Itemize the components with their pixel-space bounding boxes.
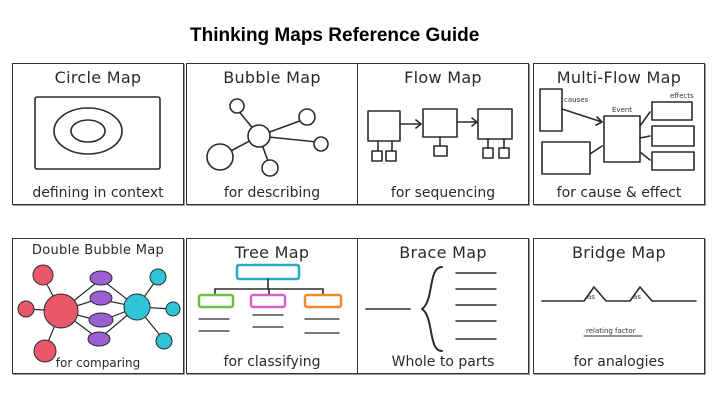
circle-map-diagram	[34, 96, 161, 170]
multi-flow-map-title: Multi-Flow Map	[556, 68, 682, 87]
flow-map-card: Flow Map for sequencing	[357, 63, 529, 205]
bridge-map-diagram: as as relating factor	[541, 286, 697, 337]
multi-flow-map-diagram: causes Event effects	[539, 88, 695, 175]
flow-map-title: Flow Map	[404, 68, 482, 87]
double-bubble-map-title: Double Bubble Map	[31, 243, 165, 258]
double-bubble-map-card: Double Bubble Map for comparing	[12, 238, 184, 374]
bridge-relating-factor-label: relating factor	[586, 327, 636, 335]
flow-map-caption: for sequencing	[390, 185, 496, 201]
bridge-as-label-2: as	[633, 293, 641, 301]
bubble-map-card: Bubble Map for describing	[186, 63, 358, 205]
bubble-map-caption: for describing	[223, 185, 321, 201]
tree-map-title: Tree Map	[234, 243, 310, 262]
bridge-as-label-1: as	[587, 293, 595, 301]
double-bubble-map-diagram	[17, 264, 181, 363]
bridge-map-card: as as relating factor Bridge Map for ana…	[533, 238, 705, 374]
flow-map-diagram	[367, 108, 513, 162]
circle-map-card: Circle Map defining in context	[12, 63, 184, 205]
circle-map-caption: defining in context	[32, 185, 164, 201]
tree-map-card: Tree Map for classifying	[186, 238, 358, 374]
brace-map-title: Brace Map	[399, 243, 487, 262]
bubble-map-diagram	[206, 98, 329, 177]
double-bubble-map-caption: for comparing	[55, 356, 141, 370]
multi-flow-event-label: Event	[612, 106, 632, 114]
bridge-map-caption: for analogies	[573, 354, 665, 370]
brace-map-card: Brace Map Whole to parts	[357, 238, 529, 374]
multi-flow-effects-label: effects	[670, 92, 694, 100]
bubble-map-title: Bubble Map	[223, 68, 321, 87]
brace-map-diagram	[365, 266, 497, 352]
multi-flow-map-card: causes Event effects Multi-Flow Map for …	[533, 63, 705, 205]
tree-map-diagram	[197, 263, 343, 334]
brace-map-caption: Whole to parts	[391, 354, 495, 370]
tree-map-caption: for classifying	[223, 354, 321, 370]
multi-flow-map-caption: for cause & effect	[556, 185, 682, 201]
circle-map-title: Circle Map	[54, 68, 142, 87]
page-title: Thinking Maps Reference Guide	[190, 25, 480, 46]
multi-flow-causes-label: causes	[564, 96, 589, 104]
bridge-map-title: Bridge Map	[571, 243, 666, 262]
